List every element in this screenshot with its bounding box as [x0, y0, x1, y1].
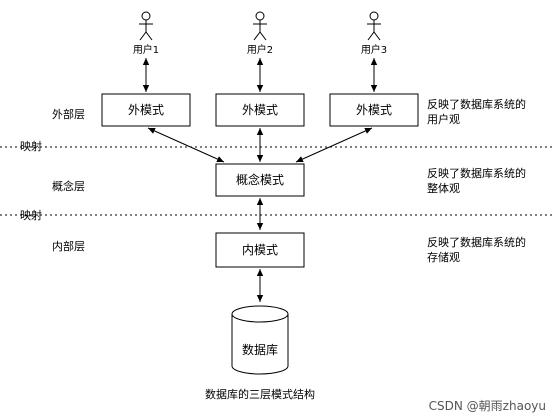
database-cylinder-icon: 数据库 [231, 305, 289, 375]
external-schema-2: 外模式 [215, 93, 305, 127]
csdn-watermark: CSDN @朝雨zhaoyu [429, 399, 546, 413]
user-1-icon [139, 11, 153, 41]
user-3-icon [367, 11, 381, 41]
diagram-caption: 数据库的三层模式结构 [205, 387, 315, 401]
user-3: 用户3 [361, 11, 387, 56]
internal-schema: 内模式 [215, 232, 305, 268]
layer-label-conceptual: 概念层 [52, 179, 85, 193]
description-external-line2: 用户观 [427, 112, 460, 126]
user-1-label: 用户1 [133, 43, 159, 56]
external-schema-3-label: 外模式 [356, 103, 392, 117]
external-schema-1: 外模式 [101, 93, 191, 127]
external-schema-1-label: 外模式 [128, 103, 164, 117]
arrow-external3-conceptual [295, 127, 373, 163]
layer-label-external: 外部层 [52, 107, 85, 121]
external-schema-2-label: 外模式 [242, 103, 278, 117]
mapping-label-lower: 映射 [20, 208, 42, 222]
external-schema-3: 外模式 [329, 93, 419, 127]
user-3-label: 用户3 [361, 43, 387, 56]
database-label: 数据库 [242, 342, 278, 357]
layer-label-internal: 内部层 [52, 239, 85, 253]
user-2-icon [253, 11, 267, 41]
description-external-line1: 反映了数据库系统的 [427, 97, 526, 111]
internal-schema-label: 内模式 [242, 243, 278, 257]
arrow-external1-conceptual [147, 127, 225, 163]
description-internal-line2: 存储观 [427, 250, 460, 264]
user-2: 用户2 [247, 11, 273, 56]
description-conceptual-line1: 反映了数据库系统的 [427, 166, 526, 180]
description-internal-line1: 反映了数据库系统的 [427, 235, 526, 249]
user-2-label: 用户2 [247, 43, 273, 56]
description-conceptual-line2: 整体观 [427, 181, 460, 195]
conceptual-schema: 概念模式 [215, 163, 305, 197]
conceptual-schema-label: 概念模式 [236, 172, 284, 187]
mapping-label-upper: 映射 [20, 139, 42, 153]
user-1: 用户1 [133, 11, 159, 56]
